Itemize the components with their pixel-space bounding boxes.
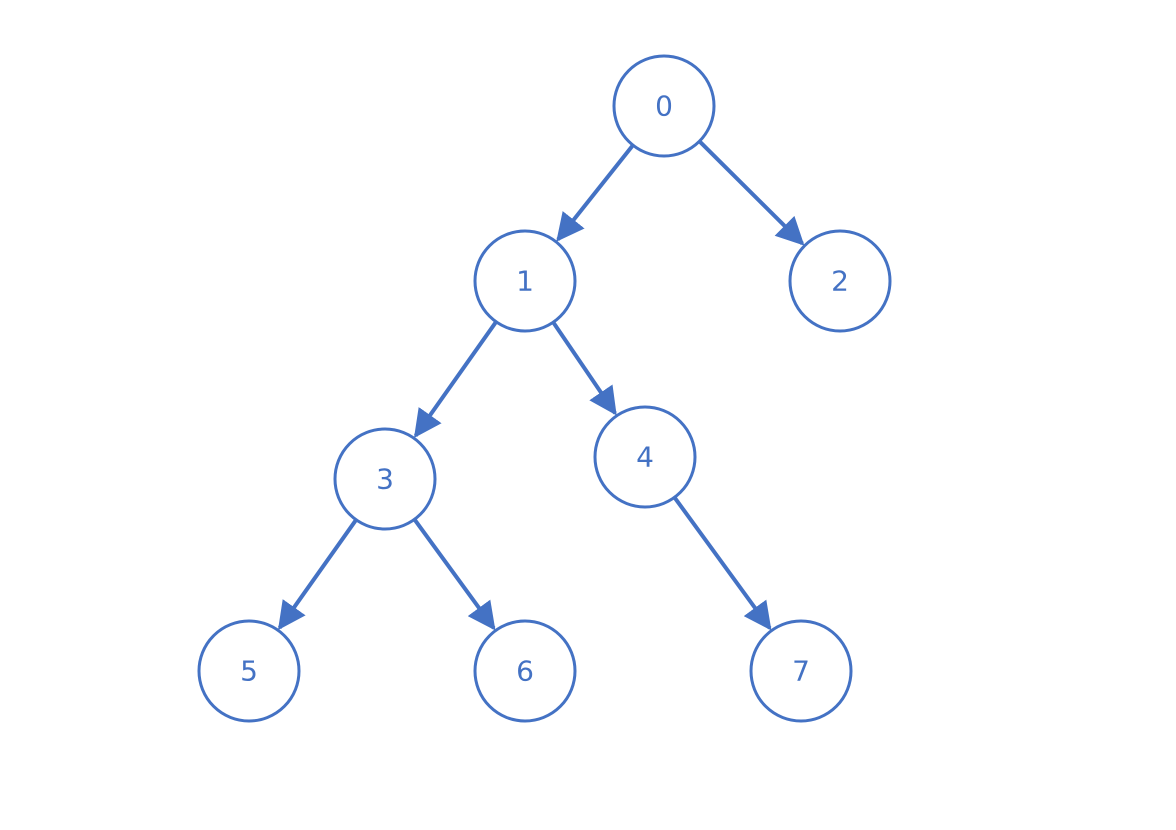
tree-node-0: 0 xyxy=(612,54,716,158)
node-circle-7 xyxy=(749,619,853,723)
node-label-2: 2 xyxy=(831,265,849,298)
edges-layer xyxy=(277,139,805,631)
edge-arrow-3-5 xyxy=(277,518,358,631)
node-label-7: 7 xyxy=(792,655,810,688)
node-circle-0 xyxy=(612,54,716,158)
edge-arrow-1-4 xyxy=(551,321,617,416)
tree-node-6: 6 xyxy=(473,619,577,723)
node-label-0: 0 xyxy=(655,90,673,123)
node-circle-3 xyxy=(333,427,437,531)
nodes-layer: 0 1 2 3 4 5 6 7 xyxy=(197,54,892,723)
node-circle-6 xyxy=(473,619,577,723)
node-label-4: 4 xyxy=(636,441,654,474)
tree-node-2: 2 xyxy=(788,229,892,333)
edge-arrow-4-7 xyxy=(672,496,772,631)
node-circle-4 xyxy=(593,405,697,509)
tree-node-7: 7 xyxy=(749,619,853,723)
node-circle-2 xyxy=(788,229,892,333)
tree-node-1: 1 xyxy=(473,229,577,333)
node-label-6: 6 xyxy=(516,655,534,688)
edge-arrow-0-2 xyxy=(698,139,805,246)
node-label-3: 3 xyxy=(376,463,394,496)
node-label-1: 1 xyxy=(516,265,534,298)
edge-arrow-0-1 xyxy=(556,143,635,242)
node-circle-5 xyxy=(197,619,301,723)
node-circle-1 xyxy=(473,229,577,333)
edge-arrow-1-3 xyxy=(413,320,498,438)
tree-node-3: 3 xyxy=(333,427,437,531)
tree-node-5: 5 xyxy=(197,619,301,723)
node-label-5: 5 xyxy=(240,655,258,688)
edge-arrow-3-6 xyxy=(412,518,496,631)
tree-node-4: 4 xyxy=(593,405,697,509)
